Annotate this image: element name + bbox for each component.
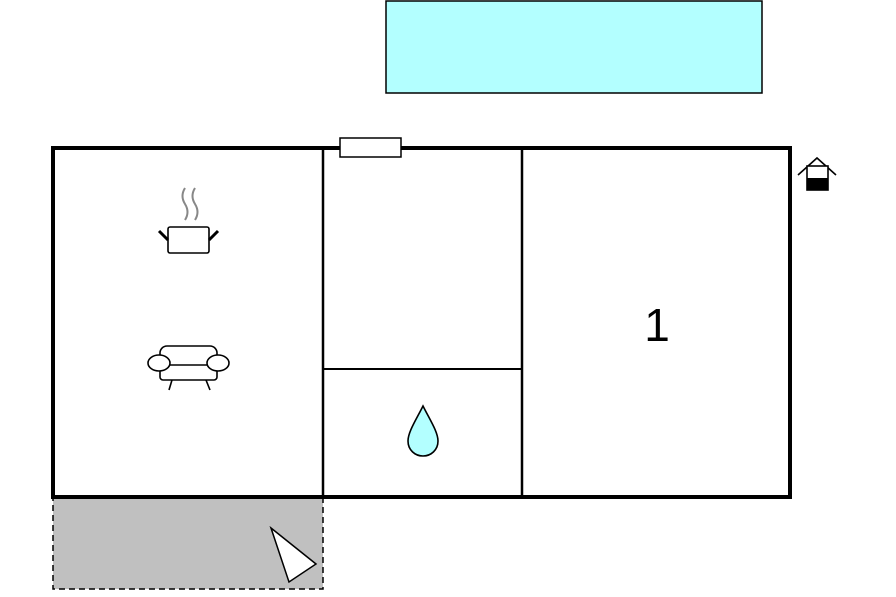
entrance-icon <box>797 156 837 191</box>
window <box>339 137 402 158</box>
pool <box>385 0 763 94</box>
cooking-pot-icon <box>157 187 220 254</box>
bedroom-number: 1 <box>644 299 670 351</box>
outer-walls <box>51 146 792 499</box>
viewpoint-icon <box>269 525 318 584</box>
water-drop-icon <box>407 404 439 457</box>
sofa-icon <box>147 345 230 391</box>
